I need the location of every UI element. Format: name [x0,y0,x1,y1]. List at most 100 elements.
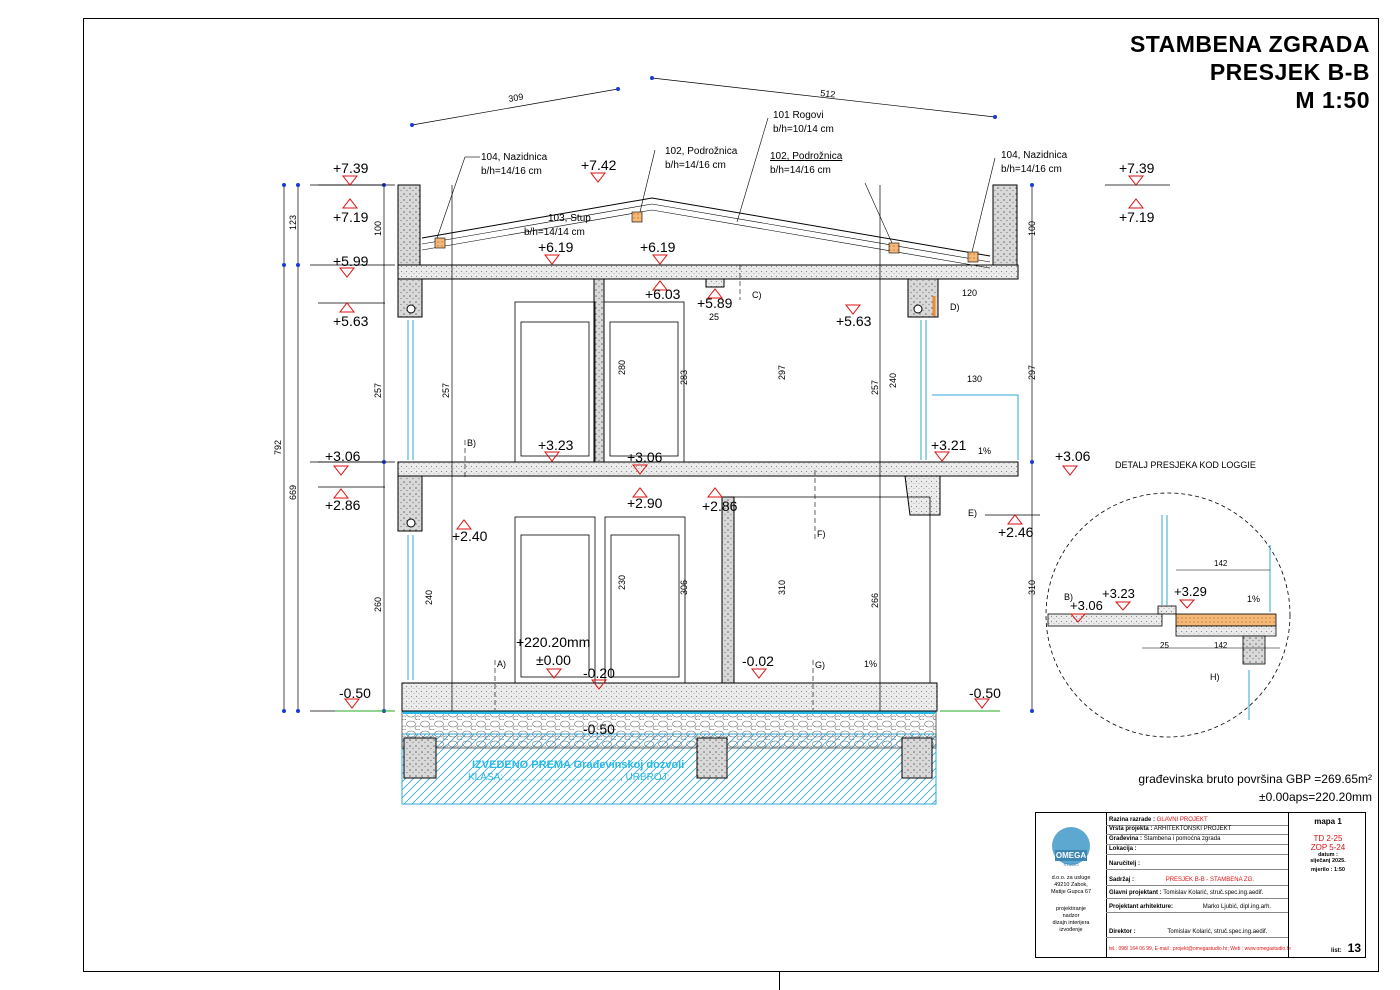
svg-text:+3.06: +3.06 [1055,448,1091,464]
level-306-mid: +3.06 [627,449,663,475]
loggia-detail: DETALJ PRESJEKA KOD LOGGIE +3.06 +3.23 +… [1045,460,1291,738]
dim-240-right: 240 [888,373,898,388]
tb-lokacija: Lokacija : [1106,844,1288,855]
stamp-izvedeno: IZVEDENO PREMA Građevinskoj dozvoli [472,759,684,771]
tb-glavni-projektant: Glavni projektant : Tomislav Kolarić, st… [1106,888,1288,899]
tb-vrsta: Vrsta projekta : ARHITEKTONSKI PROJEKT [1106,824,1288,835]
level-050-foundation: -0.50 [583,721,615,737]
level-286: +2.86 [318,486,385,513]
level-050-left: -0.50 [335,685,395,712]
first-floor-beam [904,475,941,516]
dimension-ticks [282,76,1034,713]
slope-2: 1% [864,659,877,669]
first-floor-slab [397,461,1019,477]
level-619-a: +6.19 [538,239,574,265]
studio-logo-column: OMEGA STUDIO d.o.o. za usluge 49210 Zabo… [1036,813,1107,957]
level-markers: +7.39 +7.19 +7.42 +7.39 +7.19 +5.99 +5.6… [318,157,1170,737]
svg-text:+7.42: +7.42 [581,157,617,173]
label-stup-dim: b/h=14/14 cm [524,227,585,238]
window-left-upper [407,320,414,460]
dim-306: 306 [679,580,689,595]
roof-construction [421,197,991,316]
detail-note-b: B) [1064,592,1073,602]
svg-text:+3.21: +3.21 [931,437,967,453]
svg-text:-0.02: -0.02 [742,653,774,669]
tb-sadrzaj: Sadržaj : PRESJEK B-B - STAMBENA ZG. [1106,875,1288,886]
dim-266: 266 [870,593,880,608]
dim-309: 309 [508,92,525,104]
svg-text:+7.19: +7.19 [1119,209,1155,225]
svg-text:+220.20mm: +220.20mm [516,634,590,650]
dim-283: 283 [679,370,689,385]
svg-text:+5.63: +5.63 [836,313,872,329]
label-nazidnica-left: 104, Nazidnica [481,152,548,163]
svg-text:-0.50: -0.50 [339,685,371,701]
label-nazidnica-right-dim: b/h=14/16 cm [1001,164,1062,175]
svg-text:+5.99: +5.99 [333,253,369,269]
omega-logo-icon: OMEGA STUDIO [1052,827,1090,867]
level-719-left: +7.19 [333,198,369,225]
lintel-section-left-upper [406,304,416,314]
dim-669: 669 [288,485,298,500]
window-right-upper [920,320,1019,460]
dim-120: 120 [962,288,977,298]
svg-text:+3.06: +3.06 [627,449,663,465]
dim-257-left: 257 [373,383,383,398]
studio-address: d.o.o. za usluge 49210 Zabok, Matije Gup… [1050,875,1092,895]
svg-text:+7.19: +7.19 [333,209,369,225]
svg-text:+5.89: +5.89 [697,295,733,311]
level-306-left: +3.06 [318,448,385,476]
stamp-urbroj: , URBROJ: [620,772,669,783]
dim-100-left: 100 [373,221,383,236]
gross-area-text: građevinska bruto površina GBP =269.65m² [1138,772,1372,786]
svg-text:-0.50: -0.50 [969,685,1001,701]
drawing-title: STAMBENA ZGRADA PRESJEK B-B M 1:50 [1130,30,1370,114]
label-podroznica-b: 102, Podrožnica [770,151,843,162]
as-built-stamp: IZVEDENO PREMA Građevinskoj dozvoli KLAS… [468,759,684,783]
level-719-right: +7.19 [1119,198,1155,225]
svg-text:±0.00: ±0.00 [536,652,571,668]
svg-text:+2.90: +2.90 [627,495,663,511]
level-290: +2.90 [627,487,663,511]
zero-level-text: ±0.00aps=220.20mm [1259,790,1372,804]
dim-100-right: 100 [1027,221,1037,236]
tb-list: list: 13 [1331,941,1361,955]
svg-text:+6.19: +6.19 [538,239,574,255]
lintel-section-right [913,304,923,314]
label-podroznica-b-dim: b/h=14/16 cm [770,165,831,176]
ground-floor-slab [401,682,938,712]
level-563-mid: +5.63 [836,304,872,329]
note-e: E) [968,508,977,518]
dim-310-mid: 310 [777,580,787,595]
title-building: STAMBENA ZGRADA [1129,31,1370,57]
tb-projektant: Projektant arhitekture: Marko Ljubić, di… [1106,902,1288,913]
dim-123: 123 [288,215,298,230]
note-a: A) [497,659,506,669]
svg-text:+7.39: +7.39 [333,160,369,176]
tb-narucitelj: Naručitelj : [1106,859,1288,870]
dim-25: 25 [709,312,719,322]
svg-text:+3.23: +3.23 [538,437,574,453]
svg-text:+2.86: +2.86 [702,498,738,514]
tb-datum-key: datum : [1318,852,1338,858]
detail-note-h: H) [1210,672,1220,682]
level-240: +2.40 [452,519,488,544]
title-section: PRESJEK B-B [1209,59,1370,85]
dim-257-right: 257 [870,380,880,395]
attic-slab [397,264,1019,280]
level-739-right: +7.39 [1105,160,1170,186]
level-286-mid: +2.86 [702,487,738,514]
level-306-right: +3.06 [1055,448,1091,476]
level-619-b: +6.19 [640,239,676,265]
studio-services: projektiranje nadzor dizajn interijera i… [1052,906,1090,933]
svg-text:+2.40: +2.40 [452,528,488,544]
foundation-zone [401,710,937,805]
detail-dim-142-bottom: 142 [1214,641,1228,650]
interior-wall-upper [593,278,605,463]
stamp-klasa: KLASA: [468,772,503,783]
dim-280: 280 [617,360,627,375]
dim-257-inner: 257 [441,383,451,398]
detail-dim-142-top: 142 [1214,559,1228,568]
tb-contact: tel.: 098/ 164 06 99, E-mail : projekt@o… [1109,946,1292,952]
